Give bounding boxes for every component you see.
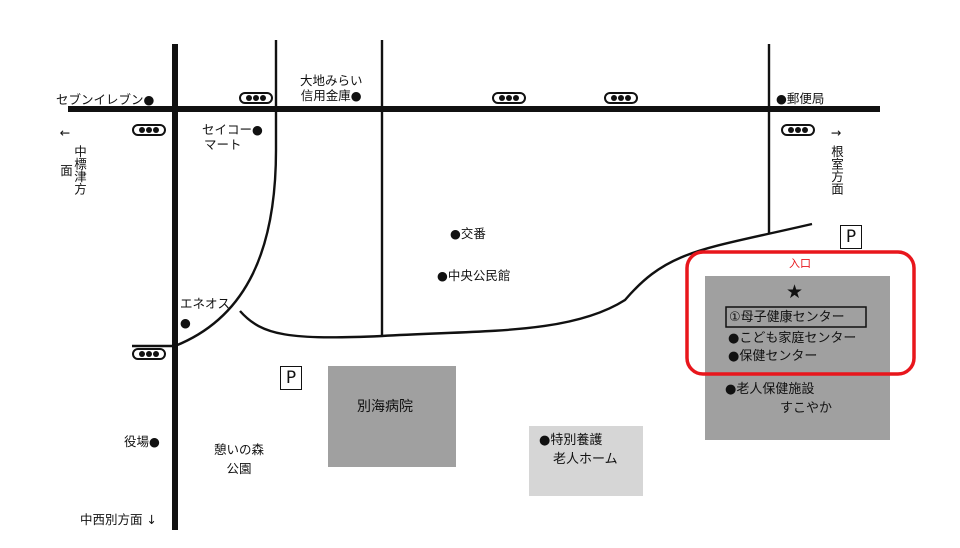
entrance-label: 入口 bbox=[789, 257, 811, 270]
traffic-signal-icon bbox=[781, 124, 815, 136]
parking-sign: P bbox=[280, 366, 302, 390]
direction-nakashibetsu: ← 中標津方面 bbox=[58, 126, 87, 200]
health-center-building[interactable] bbox=[705, 276, 890, 440]
facility-highlight bbox=[685, 250, 916, 376]
landmark-daichi-bank[interactable]: 大地みらい 信用金庫 bbox=[300, 73, 363, 103]
landmark-eneos[interactable]: エネオス bbox=[180, 296, 230, 330]
traffic-signal-icon bbox=[132, 124, 166, 136]
direction-nakanishibetsu: 中西別方面 ↓ bbox=[80, 512, 157, 527]
sukoyaka-label[interactable]: 老人保健施設 すこやか bbox=[725, 380, 832, 418]
direction-nemuro-text: 根室方面 bbox=[829, 145, 844, 195]
traffic-signal-icon bbox=[492, 92, 526, 104]
traffic-signal-icon bbox=[132, 348, 166, 360]
center-name-box bbox=[725, 306, 867, 328]
center-main-label[interactable]: ①母子健康センター bbox=[729, 310, 845, 325]
landmark-post-office[interactable]: 郵便局 bbox=[776, 91, 824, 106]
landmark-community-hall[interactable]: 中央公民館 bbox=[437, 268, 510, 283]
parking-sign: P bbox=[840, 225, 862, 249]
nursing-home-label: 特別養護 老人ホーム bbox=[539, 431, 618, 469]
traffic-signal-icon bbox=[239, 92, 273, 104]
center-health-label[interactable]: 保健センター bbox=[728, 348, 817, 365]
nursing-home-building[interactable] bbox=[529, 426, 643, 496]
traffic-signal-icon bbox=[604, 92, 638, 104]
landmark-town-office[interactable]: 役場 bbox=[124, 434, 160, 449]
landmark-police-box[interactable]: 交番 bbox=[450, 226, 486, 241]
direction-nakashibetsu-text: 中標津方面 bbox=[58, 145, 87, 195]
hospital-label: 別海病院 bbox=[357, 399, 413, 415]
landmark-seven-eleven[interactable]: セブンイレブン bbox=[56, 92, 154, 107]
center-kids-label[interactable]: こども家庭センター bbox=[728, 330, 856, 347]
landmark-seicomart[interactable]: セイコー マート bbox=[202, 122, 263, 152]
hospital-building[interactable] bbox=[328, 366, 456, 467]
landmark-park[interactable]: 憩いの森 公園 bbox=[214, 442, 265, 476]
direction-nemuro: → 根室方面 bbox=[829, 126, 844, 200]
road-curve-west bbox=[174, 149, 278, 348]
facility-star-icon: ★ bbox=[786, 281, 804, 303]
